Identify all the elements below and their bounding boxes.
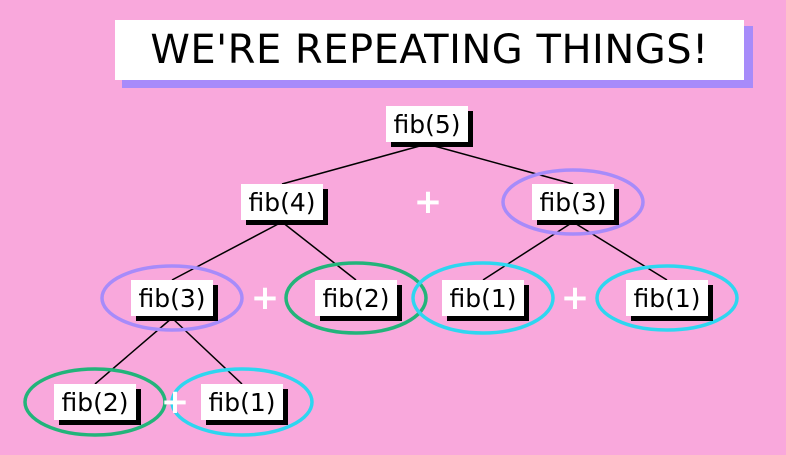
purple-ring-n3a (501, 168, 645, 236)
node-label: fib(2) (54, 384, 136, 420)
node-label: fib(2) (315, 280, 397, 316)
plus-sign: + (413, 182, 443, 222)
node-label: fib(3) (131, 280, 213, 316)
node-label: fib(5) (386, 106, 468, 142)
plus-sign: + (160, 382, 190, 422)
plus-sign: + (560, 278, 590, 318)
tree-edge-n3a-n1b (572, 221, 668, 281)
title-box: WE'RE REPEATING THINGS! (115, 20, 744, 80)
green-ring-n2a (284, 261, 428, 335)
cyan-ring-n1b (595, 264, 739, 332)
green-ring-n2b (23, 367, 167, 437)
node-label: fib(1) (626, 280, 708, 316)
node-label: fib(4) (241, 184, 323, 220)
node-label: fib(1) (442, 280, 524, 316)
tree-edge-n4-n3b (171, 221, 283, 281)
cyan-ring-n1c (170, 367, 314, 437)
tree-edge-n5-n4 (281, 143, 428, 185)
cyan-ring-n1a (411, 261, 555, 335)
plus-sign: + (250, 278, 280, 318)
tree-edge-n5-n3a (426, 143, 574, 185)
node-label: fib(1) (201, 384, 283, 420)
node-label: fib(3) (532, 184, 614, 220)
tree-edge-n4-n2a (281, 221, 357, 281)
page-title: WE'RE REPEATING THINGS! (150, 27, 709, 73)
purple-ring-n3b (100, 264, 244, 332)
